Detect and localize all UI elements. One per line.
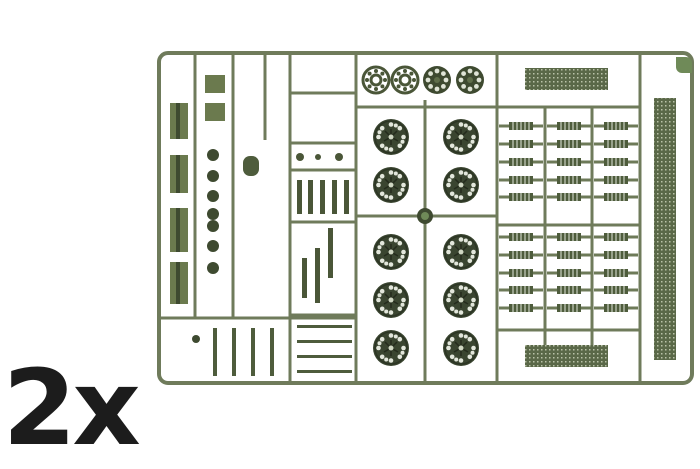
- track-strip-bottom: [525, 345, 608, 367]
- small-wheels: [361, 65, 484, 95]
- spring-parts: [296, 153, 349, 303]
- track-strip-vertical: [654, 98, 676, 360]
- quantity-label: 2x: [2, 347, 141, 469]
- track-strip-top: [525, 68, 608, 90]
- barrel-parts: [170, 75, 259, 304]
- small-round-parts: [192, 149, 219, 343]
- track-link-grid: [498, 121, 639, 313]
